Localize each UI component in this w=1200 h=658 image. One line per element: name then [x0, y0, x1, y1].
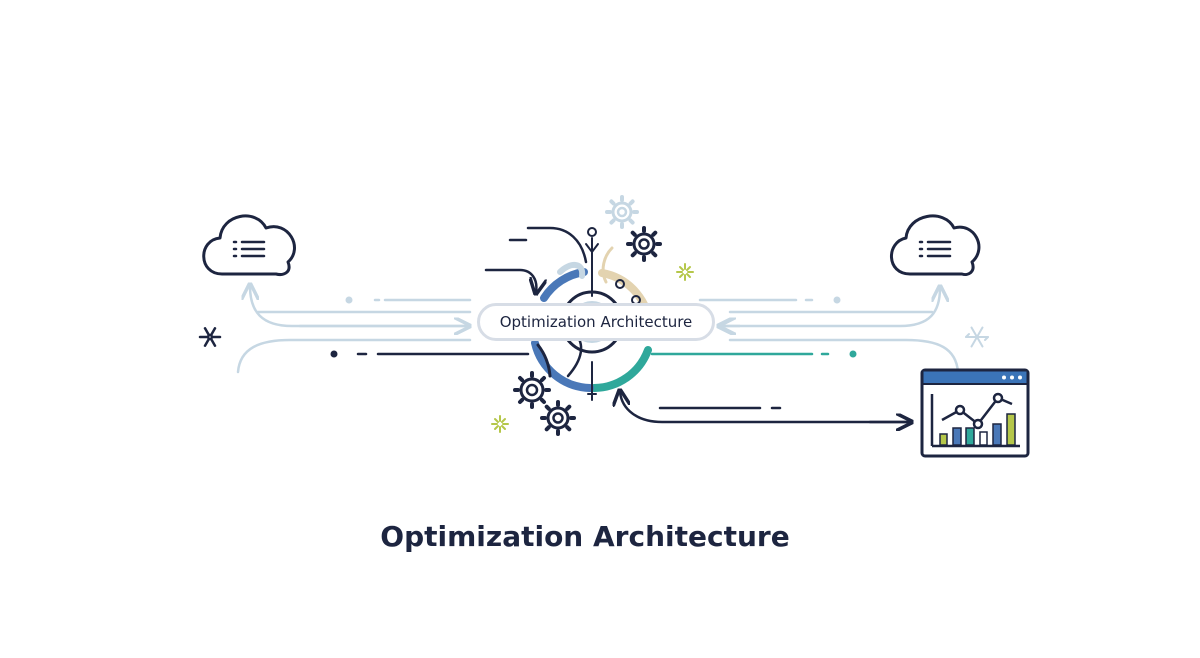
left-cloud-icon [202, 214, 296, 276]
snowflake-icon [198, 327, 222, 347]
right-cloud-icon [890, 214, 981, 276]
hub-to-dashboard-flow [620, 392, 912, 422]
list-icon [232, 240, 266, 258]
left-dark-line [330, 350, 530, 358]
sparkle-icon [676, 263, 694, 281]
right-flow-lines [698, 288, 960, 374]
right-teal-line [650, 350, 857, 358]
gear-icon [626, 226, 662, 262]
gear-icon [513, 371, 551, 409]
gear-icon [540, 400, 576, 436]
diagram-caption: Optimization Architecture [380, 520, 790, 553]
list-icon [918, 240, 952, 258]
gear-icon [605, 195, 639, 229]
snowflake-icon [965, 326, 989, 348]
flow-dot [833, 296, 841, 304]
dashboard-chart-icon [920, 368, 1030, 458]
sparkle-icon [491, 415, 509, 433]
left-flow-lines [236, 286, 470, 374]
hub-label: Optimization Architecture [478, 304, 714, 340]
flow-dot [345, 296, 353, 304]
